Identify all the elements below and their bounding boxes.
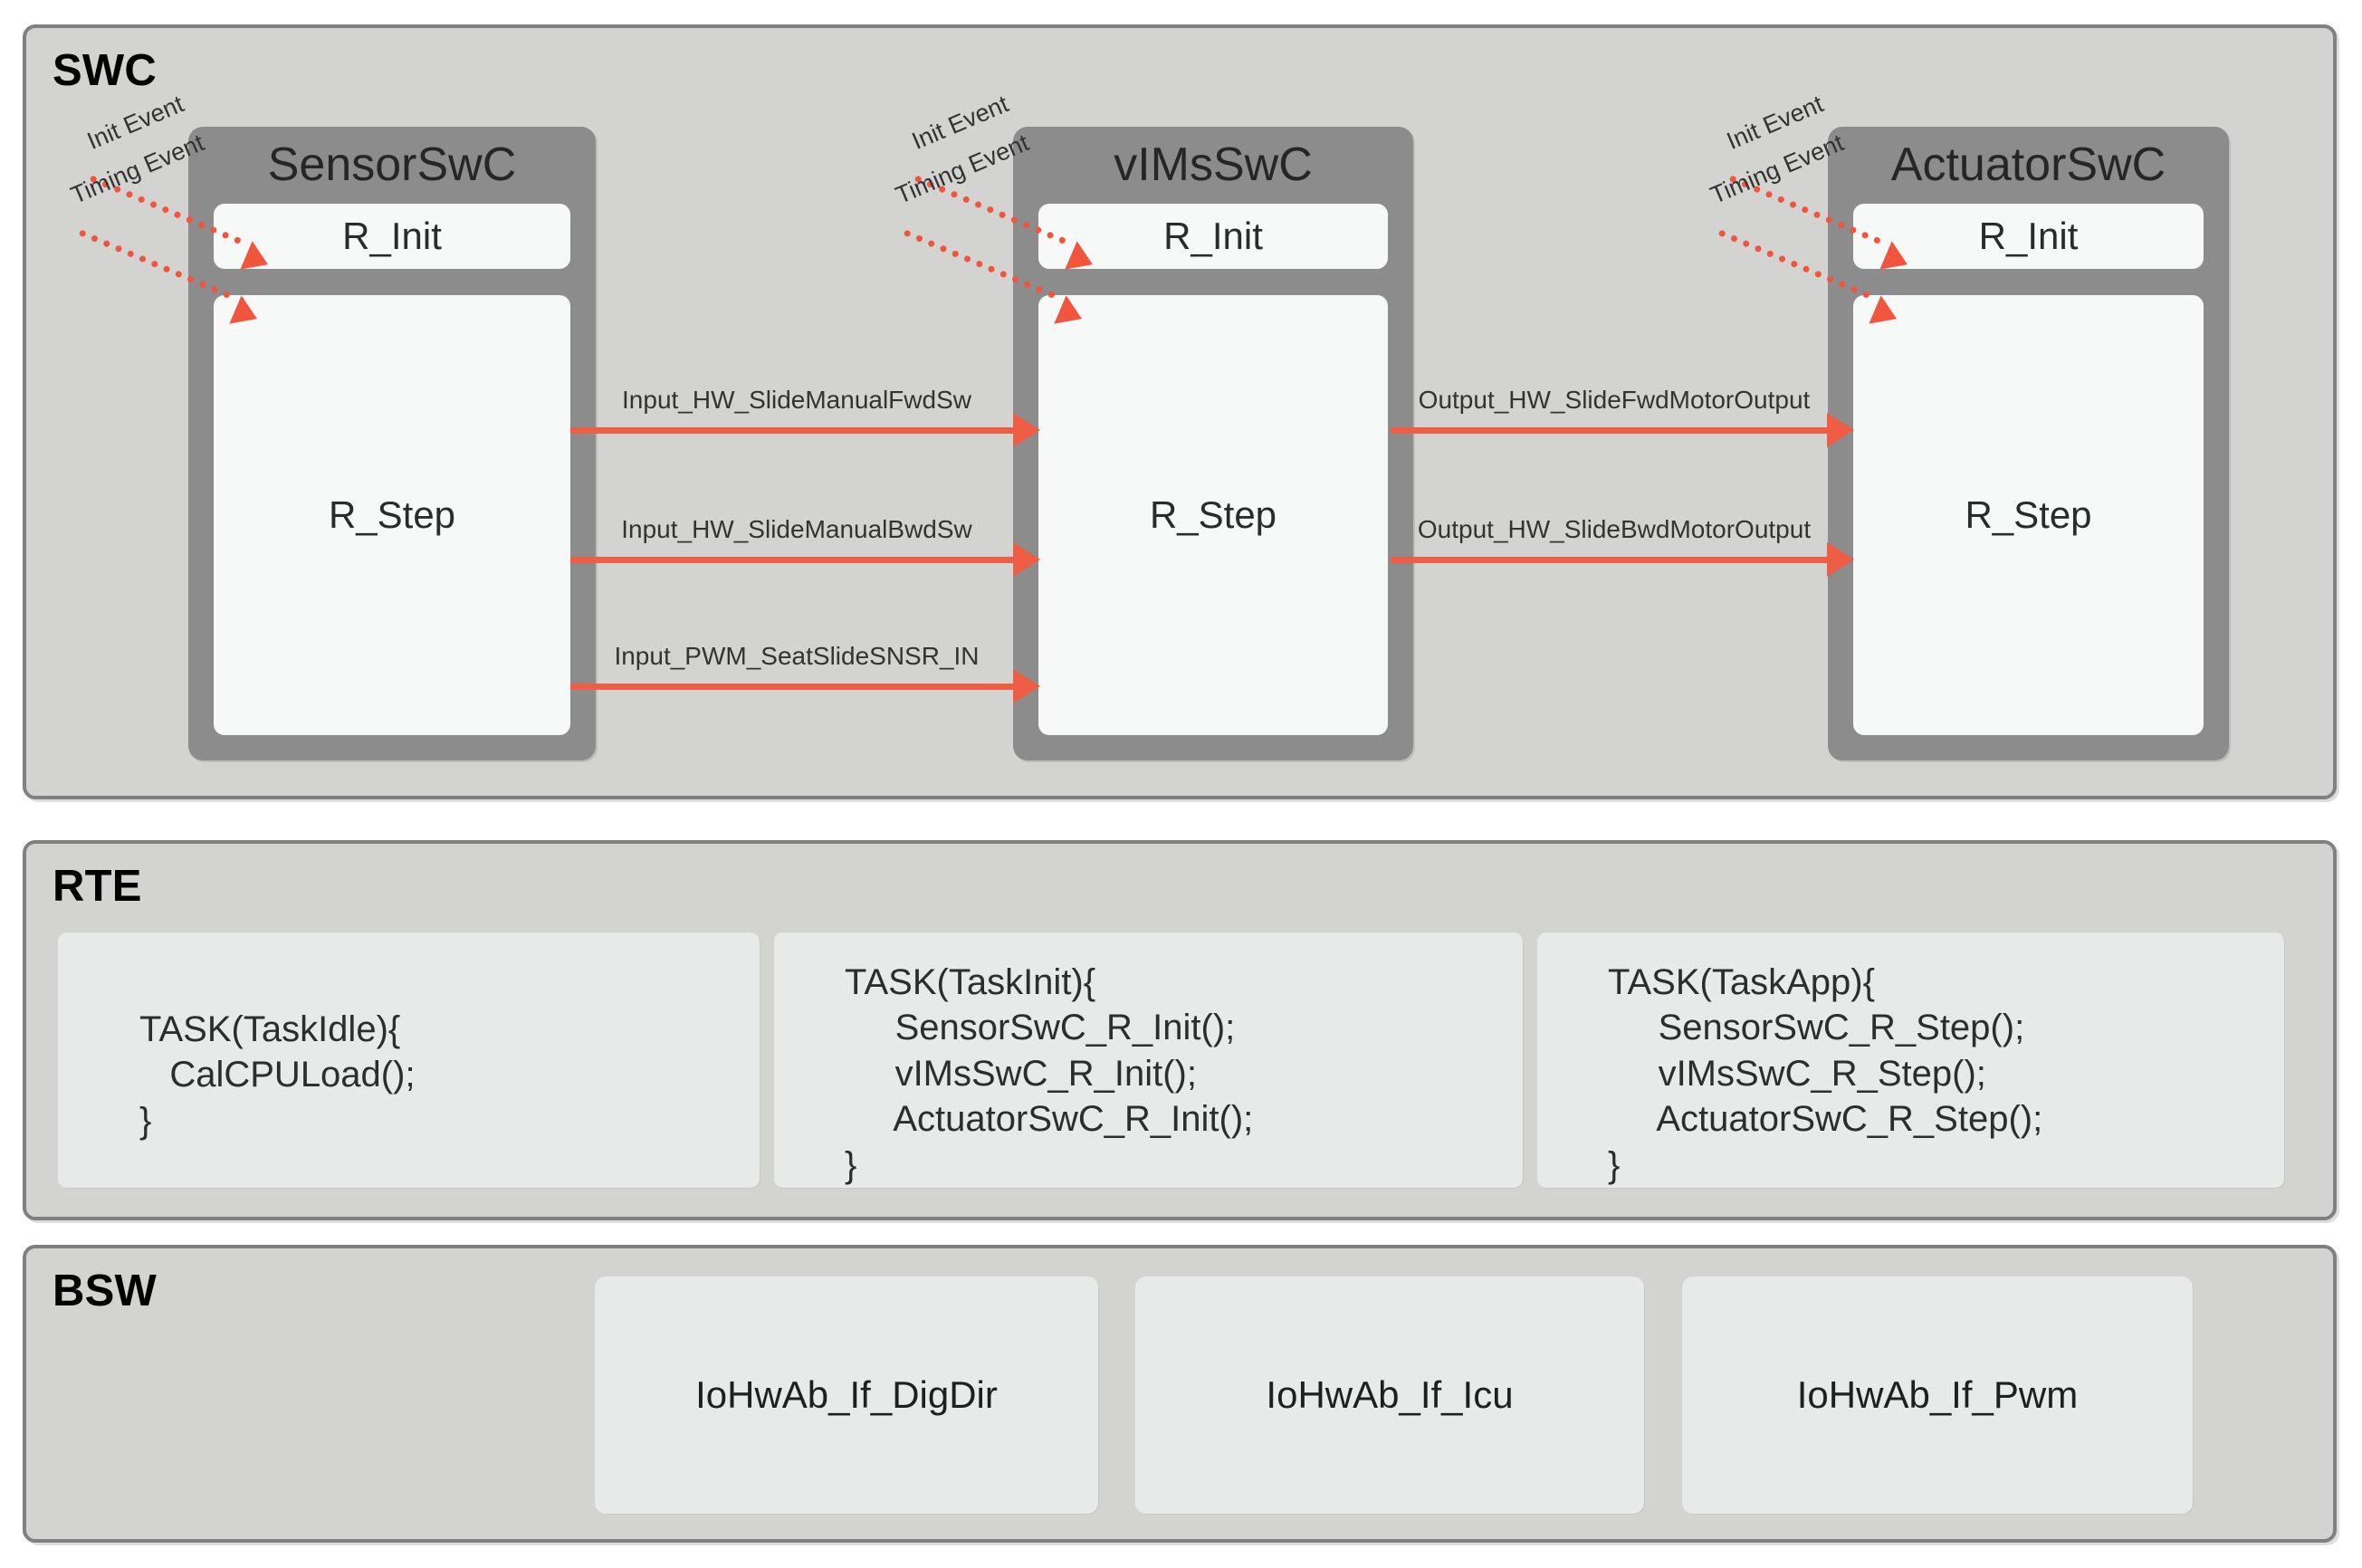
signal-line	[1391, 557, 1832, 563]
rte-task-taskinit[interactable]: TASK(TaskInit){ SensorSwC_R_Init(); vIMs…	[774, 932, 1523, 1188]
signal-line	[1391, 427, 1832, 434]
runnable-r-step-actuatorswc[interactable]: R_Step	[1853, 295, 2204, 735]
signal-label: Output_HW_SlideFwdMotorOutput	[1418, 386, 1811, 414]
rte-task-taskidle[interactable]: TASK(TaskIdle){ CalCPULoad(); }	[58, 932, 760, 1188]
signal-arrowhead-icon	[1827, 542, 1854, 577]
signal-line	[570, 684, 1018, 690]
component-vimsswc[interactable]: vIMsSwC R_Init R_Step	[1013, 127, 1413, 760]
signal-line	[570, 427, 1018, 434]
runnable-r-init-vimsswc[interactable]: R_Init	[1038, 204, 1388, 269]
runnable-r-init-actuatorswc[interactable]: R_Init	[1853, 204, 2204, 269]
signal-arrowhead-icon	[1013, 413, 1040, 447]
component-name-sensorswc: SensorSwC	[267, 139, 517, 191]
component-name-vimsswc: vIMsSwC	[1114, 139, 1313, 191]
bsw-module-iohwab-if-digdir[interactable]: IoHwAb_If_DigDir	[595, 1276, 1098, 1514]
signal-arrowhead-icon	[1827, 413, 1854, 447]
runnable-r-init-sensorswc[interactable]: R_Init	[214, 204, 570, 269]
swc-layer-title: SWC	[53, 46, 157, 95]
signal-label: Output_HW_SlideBwdMotorOutput	[1417, 515, 1812, 543]
rte-task-taskapp[interactable]: TASK(TaskApp){ SensorSwC_R_Step(); vIMsS…	[1537, 932, 2284, 1188]
signal-line	[570, 557, 1018, 563]
task-code-taskapp: TASK(TaskApp){ SensorSwC_R_Step(); vIMsS…	[1608, 962, 2043, 1185]
signal-label: Input_PWM_SeatSlideSNSR_IN	[614, 642, 980, 670]
component-actuatorswc[interactable]: ActuatorSwC R_Init R_Step	[1828, 127, 2229, 760]
task-code-taskidle: TASK(TaskIdle){ CalCPULoad(); }	[139, 1009, 416, 1141]
task-code-taskinit: TASK(TaskInit){ SensorSwC_R_Init(); vIMs…	[845, 962, 1254, 1185]
signal-arrowhead-icon	[1013, 542, 1040, 577]
signal-label: Input_HW_SlideManualBwdSw	[621, 515, 972, 543]
component-name-actuatorswc: ActuatorSwC	[1890, 139, 2166, 191]
signal-arrowhead-icon	[1013, 669, 1040, 703]
runnable-r-step-sensorswc[interactable]: R_Step	[214, 295, 570, 735]
runnable-r-step-vimsswc[interactable]: R_Step	[1038, 295, 1388, 735]
rte-layer-title: RTE	[53, 862, 142, 911]
component-sensorswc[interactable]: SensorSwC R_Init R_Step	[188, 127, 596, 760]
bsw-module-iohwab-if-icu[interactable]: IoHwAb_If_Icu	[1135, 1276, 1644, 1514]
bsw-layer-title: BSW	[53, 1267, 157, 1315]
bsw-module-iohwab-if-pwm[interactable]: IoHwAb_If_Pwm	[1682, 1276, 2193, 1514]
signal-label: Input_HW_SlideManualFwdSw	[622, 386, 971, 414]
